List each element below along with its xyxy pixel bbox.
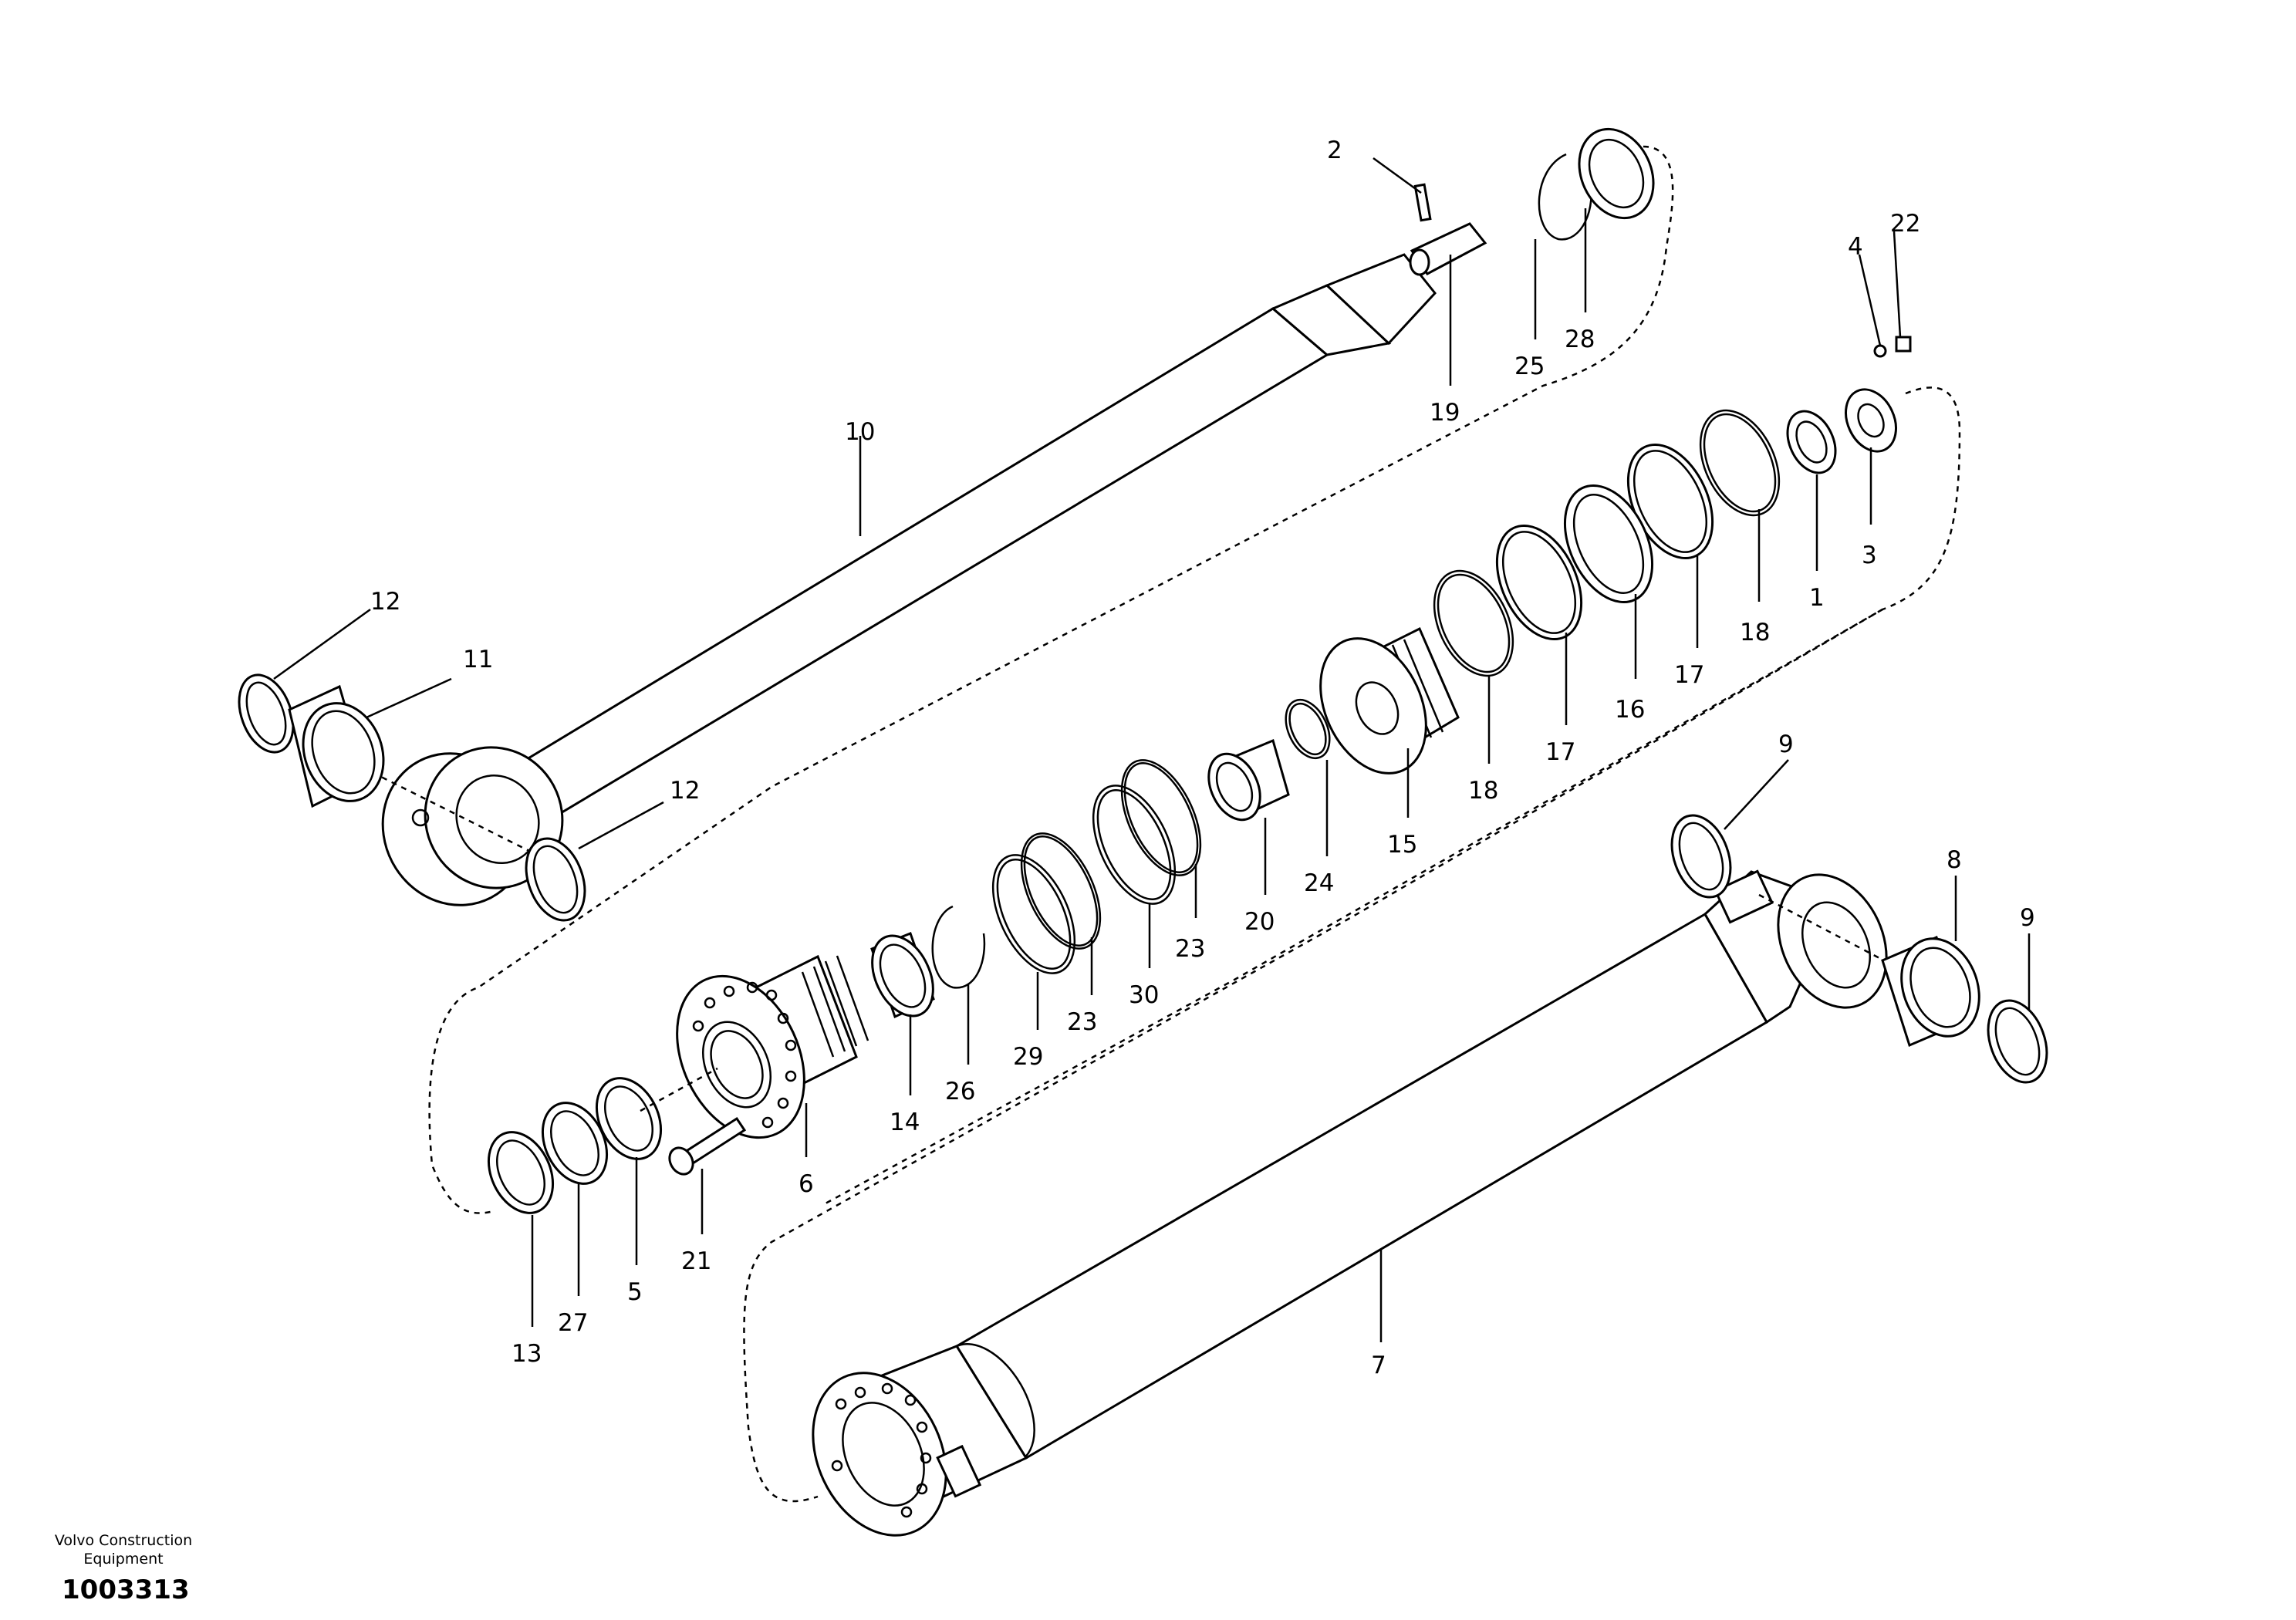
label-part-12b: 12 (670, 777, 700, 805)
label-part-9a: 9 (1778, 731, 1794, 758)
company-name-line2: Equipment (83, 1551, 164, 1568)
label-part-7: 7 (1371, 1352, 1386, 1379)
part-labels: 2 19 25 28 4 22 3 1 18 17 16 17 18 15 24… (370, 137, 2035, 1379)
label-part-28: 28 (1565, 326, 1595, 353)
label-part-11: 11 (463, 646, 493, 673)
leader-lines (273, 157, 2031, 1342)
label-part-3: 3 (1862, 542, 1877, 569)
rod-end-parts (1409, 127, 1655, 276)
label-part-2: 2 (1327, 137, 1342, 164)
piston-rod (323, 253, 1437, 906)
label-part-23b: 23 (1067, 1008, 1097, 1036)
cylinder-head (668, 954, 869, 1176)
label-part-22: 22 (1890, 210, 1920, 238)
label-part-18b: 18 (1468, 777, 1498, 805)
label-part-24: 24 (1304, 869, 1334, 897)
label-part-6: 6 (799, 1170, 814, 1198)
label-part-26: 26 (945, 1078, 975, 1105)
label-part-23a: 23 (1175, 935, 1205, 963)
label-part-25: 25 (1514, 353, 1545, 380)
label-part-15: 15 (1387, 831, 1417, 859)
piston-seal-chain (870, 336, 1912, 1019)
label-part-13: 13 (512, 1340, 542, 1368)
label-part-19: 19 (1430, 399, 1460, 427)
label-part-16: 16 (1615, 696, 1645, 724)
label-part-4: 4 (1848, 233, 1863, 261)
label-part-17b: 17 (1545, 738, 1575, 766)
label-part-17a: 17 (1674, 661, 1704, 689)
drawing-number: 1003313 (62, 1574, 190, 1605)
label-part-20: 20 (1244, 908, 1275, 936)
tube-eye-bushing (1670, 814, 2048, 1084)
company-name: Volvo Construction (54, 1532, 193, 1549)
label-part-27: 27 (558, 1309, 588, 1337)
rod-eye-bushing (238, 673, 586, 922)
label-part-12a: 12 (370, 588, 400, 616)
label-part-10: 10 (845, 418, 875, 446)
label-part-18a: 18 (1740, 619, 1770, 646)
label-part-30: 30 (1129, 981, 1159, 1009)
label-part-5: 5 (627, 1278, 643, 1306)
label-part-21: 21 (681, 1247, 711, 1275)
label-part-9b: 9 (2020, 904, 2035, 932)
label-part-1: 1 (1809, 584, 1825, 612)
label-part-8: 8 (1947, 846, 1962, 874)
label-part-14: 14 (890, 1109, 920, 1136)
drawing-footer: Volvo Construction Equipment 1003313 (31, 1531, 216, 1605)
label-part-29: 29 (1013, 1043, 1043, 1071)
head-wipers (487, 1067, 718, 1214)
cylinder-tube (812, 869, 1914, 1537)
